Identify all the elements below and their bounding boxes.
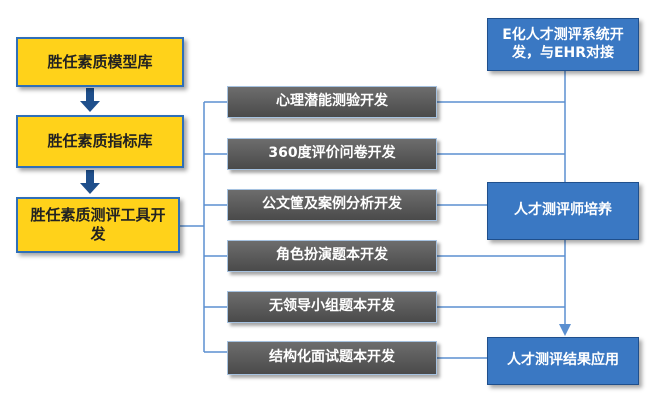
middle-item-in-basket: 公文筐及案例分析开发 xyxy=(227,189,437,221)
middle-item-label: 公文筐及案例分析开发 xyxy=(262,196,402,213)
competency-indicator-library-label: 胜任素质指标库 xyxy=(47,132,153,151)
middle-item-role-play: 角色扮演题本开发 xyxy=(227,240,437,272)
middle-item-label: 结构化面试题本开发 xyxy=(269,349,395,366)
right-item-assessor-training: 人才测评师培养 xyxy=(487,182,639,240)
right-item-result-application: 人才测评结果应用 xyxy=(487,337,639,385)
middle-item-leaderless-group: 无领导小组题本开发 xyxy=(227,291,437,323)
down-arrow-1 xyxy=(80,88,100,112)
middle-item-label: 无领导小组题本开发 xyxy=(269,298,395,315)
middle-item-label: 心理潜能测验开发 xyxy=(276,93,388,110)
competency-indicator-library: 胜任素质指标库 xyxy=(16,115,184,168)
middle-item-360-survey: 360度评价问卷开发 xyxy=(227,138,437,170)
branch-lines xyxy=(180,71,571,359)
right-item-label: 人才测评师培养 xyxy=(514,202,612,219)
right-item-e-system: E化人才测评系统开发，与EHR对接 xyxy=(487,18,639,71)
middle-item-label: 角色扮演题本开发 xyxy=(276,247,388,264)
competency-model-library-label: 胜任素质模型库 xyxy=(47,52,153,71)
competency-model-library: 胜任素质模型库 xyxy=(16,37,184,87)
right-item-label: 人才测评结果应用 xyxy=(507,352,619,369)
down-arrow-2 xyxy=(80,170,100,194)
right-item-label: E化人才测评系统开发，与EHR对接 xyxy=(502,27,624,61)
competency-assessment-tools: 胜任素质测评工具开发 xyxy=(16,197,180,253)
competency-assessment-tools-label: 胜任素质测评工具开发 xyxy=(30,206,166,243)
middle-item-structured-interview: 结构化面试题本开发 xyxy=(227,341,437,375)
middle-item-psych-test: 心理潜能测验开发 xyxy=(227,86,437,118)
middle-item-label: 360度评价问卷开发 xyxy=(268,145,396,162)
